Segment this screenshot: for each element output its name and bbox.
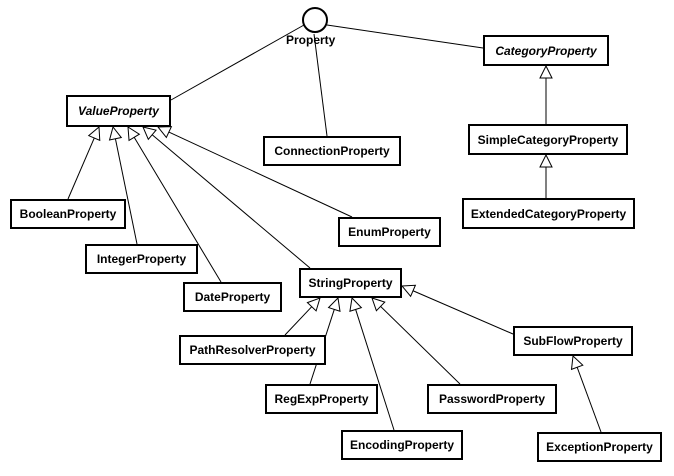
edge-connection-property-to-root-interface [313,33,328,137]
class-name-label: EncodingProperty [349,438,454,452]
class-box-string-property[interactable]: StringProperty [299,268,402,298]
class-name-label: BooleanProperty [19,207,117,221]
edge-date-property-to-value-property [133,137,222,283]
class-box-encoding-property[interactable]: EncodingProperty [341,430,463,460]
class-box-path-resolver-property[interactable]: PathResolverProperty [179,335,326,365]
class-name-label: StringProperty [308,276,393,290]
generalization-arrowhead-date-property [127,126,141,142]
edge-string-property-to-value-property [151,134,311,269]
class-box-category-property[interactable]: CategoryProperty [483,35,609,66]
edge-value-property-to-root-interface [170,24,305,101]
edge-enum-property-to-value-property [168,131,353,218]
class-box-enum-property[interactable]: EnumProperty [338,217,441,247]
class-box-subflow-property[interactable]: SubFlowProperty [513,326,633,356]
edge-integer-property-to-value-property [114,138,138,245]
generalization-arrowhead-simple-category-property [539,64,553,79]
generalization-arrowhead-subflow-property [400,284,417,298]
edge-subflow-property-to-string-property [412,290,514,335]
generalization-arrowhead-integer-property [108,125,123,141]
class-box-regexp-property[interactable]: RegExpProperty [265,384,378,414]
class-name-label: ExceptionProperty [546,440,653,454]
class-name-label: PasswordProperty [438,392,546,406]
interface-property-circle[interactable] [302,7,328,33]
generalization-arrowhead-password-property [371,297,386,312]
class-name-label: PathResolverProperty [189,343,316,357]
generalization-arrowhead-boolean-property [87,125,101,142]
generalization-arrowhead-encoding-property [349,296,363,312]
class-name-label: ValueProperty [78,104,159,118]
generalization-arrowhead-string-property [142,126,157,141]
class-box-date-property[interactable]: DateProperty [183,282,282,312]
class-name-label: SimpleCategoryProperty [477,132,619,147]
class-name-label: IntegerProperty [96,252,187,266]
edge-exception-property-to-subflow-property [576,367,602,433]
class-box-boolean-property[interactable]: BooleanProperty [10,199,126,229]
generalization-arrowhead-regexp-property [327,296,341,312]
interface-property-label: Property [286,33,336,47]
class-box-integer-property[interactable]: IntegerProperty [85,244,198,274]
edge-encoding-property-to-string-property [355,309,395,431]
edge-path-resolver-property-to-string-property [284,306,313,336]
class-box-value-property[interactable]: ValueProperty [66,95,171,127]
edge-boolean-property-to-value-property [67,137,95,200]
class-name-label: EnumProperty [348,225,431,239]
class-name-label: SubFlowProperty [523,334,623,348]
class-name-label: ExtendedCategoryProperty [470,206,627,221]
generalization-arrowhead-exception-property [570,354,584,371]
class-box-connection-property[interactable]: ConnectionProperty [263,136,401,166]
class-box-extended-category-property[interactable]: ExtendedCategoryProperty [462,198,635,229]
class-name-label: RegExpProperty [274,392,369,406]
edge-password-property-to-string-property [380,306,461,385]
class-box-simple-category-property[interactable]: SimpleCategoryProperty [468,124,628,155]
class-name-label: CategoryProperty [495,43,597,58]
edge-category-property-to-root-interface [326,24,484,49]
class-name-label: ConnectionProperty [274,144,390,158]
class-name-label: DateProperty [194,290,271,304]
class-box-password-property[interactable]: PasswordProperty [427,384,557,414]
generalization-arrowhead-path-resolver-property [306,297,321,312]
generalization-arrowhead-extended-category-property [539,153,553,168]
class-box-exception-property[interactable]: ExceptionProperty [537,432,662,462]
